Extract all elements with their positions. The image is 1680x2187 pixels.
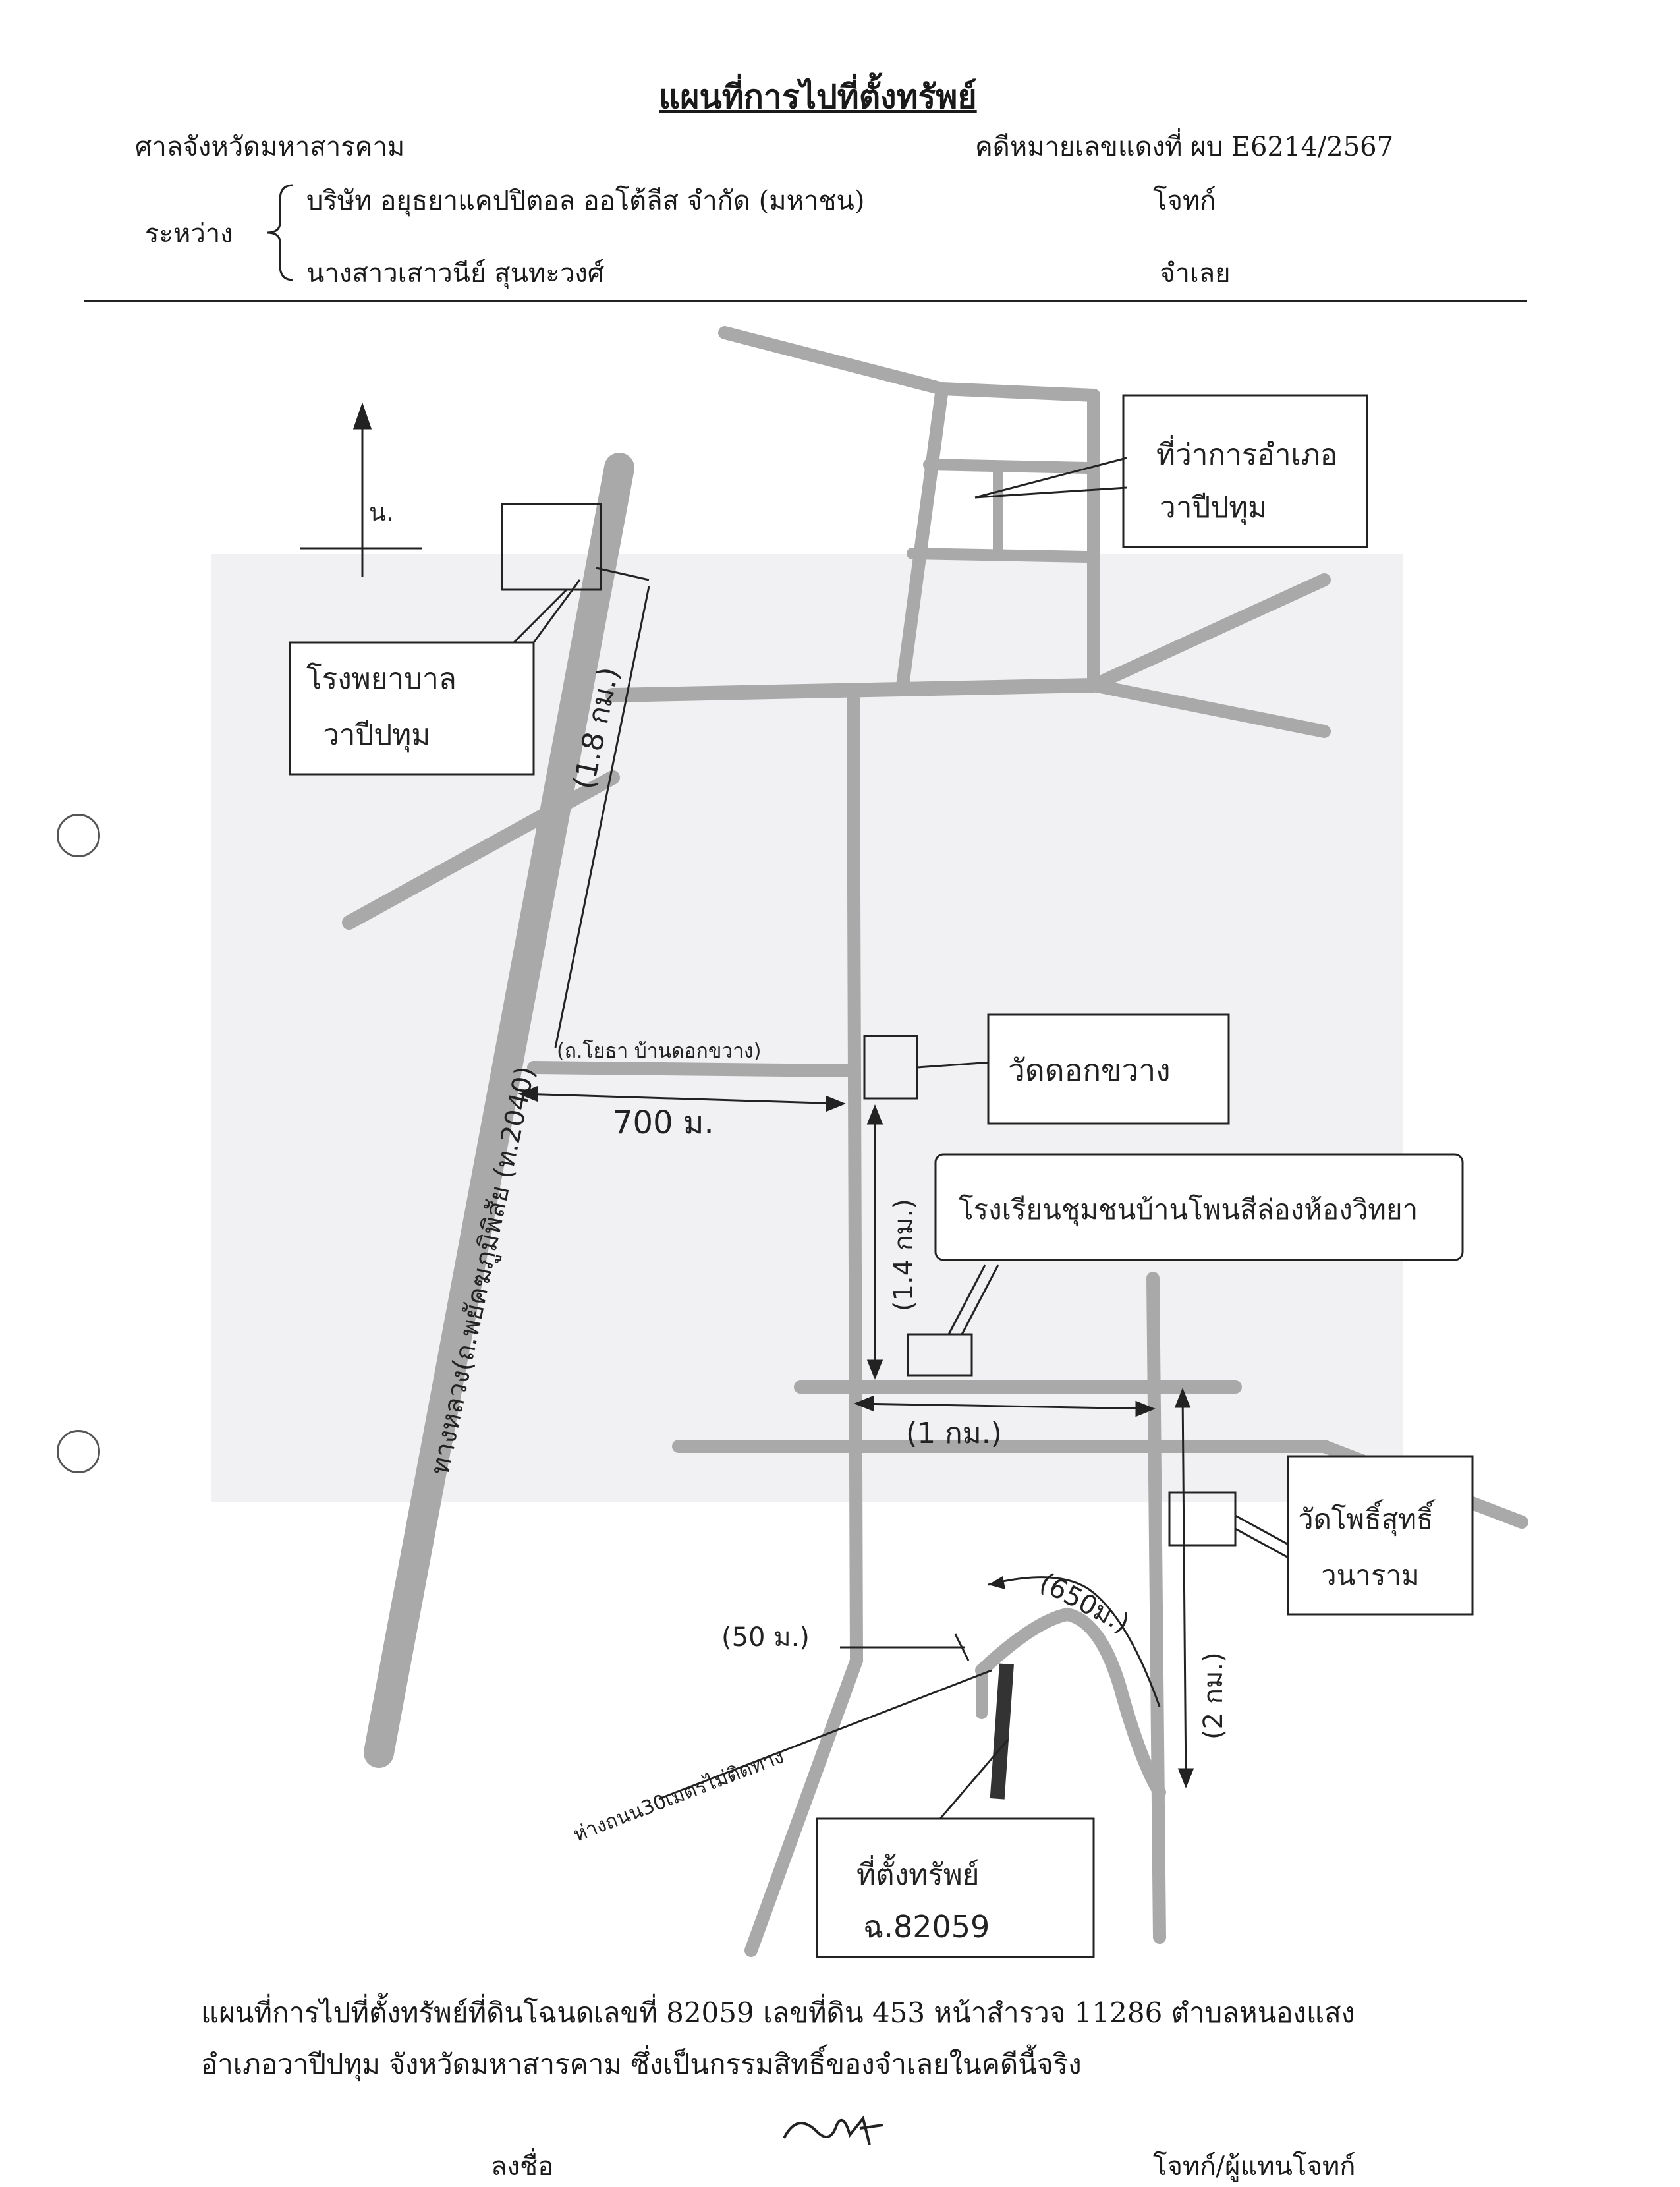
defendant-name: นางสาวเสาวนีย์ สุนทะวงศ์	[306, 258, 605, 289]
header-divider	[84, 300, 1527, 302]
road-district-4	[923, 459, 1093, 474]
road-north-top	[718, 326, 949, 395]
school-label: โรงเรียนชุมชนบ้านโพนสีล่องห้องวิทยา	[959, 1193, 1418, 1227]
road-to-temple	[527, 1061, 856, 1077]
punch-hole	[57, 814, 100, 857]
distance-50m: (50 ม.)	[721, 1622, 810, 1653]
road-east-vertical	[1146, 1272, 1166, 1944]
plaintiff-name: บริษัท อยุธยาแคปปิตอล ออโต้ลีส จำกัด (มห…	[306, 186, 865, 216]
side-road-label: (ถ.โยธา บ้านดอกขวาง)	[557, 1039, 761, 1063]
plaintiff-role: โจทก์	[1153, 186, 1216, 216]
between-label: ระหว่าง	[145, 219, 233, 249]
signature-role: โจทก์/ผู้แทนโจทก์	[1153, 2151, 1356, 2182]
road-east-west-north	[605, 678, 1101, 702]
distance-arrow	[840, 1633, 970, 1661]
distance-arrow	[988, 1576, 1161, 1707]
north-arrow-icon	[300, 402, 422, 577]
signature-label: ลงชื่อ	[491, 2151, 554, 2182]
case-number: คดีหมายเลขแดงที่ ผบ E6214/2567	[975, 132, 1394, 162]
brace-icon	[266, 184, 294, 281]
court-name: ศาลจังหวัดมหาสารคาม	[135, 132, 405, 162]
hospital-label: โรงพยาบาล	[306, 662, 457, 696]
signature-mark-icon	[783, 2115, 883, 2145]
hospital-marker	[501, 503, 602, 591]
distance-arrow	[554, 567, 650, 1048]
road-northeast	[1087, 573, 1331, 692]
property-plot	[990, 1663, 1014, 1800]
road-note-label: ห่างถนน30เมตรไม่ติดทาง	[570, 1744, 787, 1846]
temple-south-callout	[1287, 1455, 1474, 1616]
distance-2km: (2 กม.)	[1198, 1652, 1229, 1740]
distance-arrow	[853, 1395, 1156, 1417]
distance-1-4km: (1.4 กม.)	[889, 1199, 919, 1311]
property-callout	[816, 1817, 1095, 1958]
highway-road	[364, 453, 634, 1768]
road-southwest	[744, 1654, 863, 1957]
district-office-callout	[1122, 394, 1368, 548]
temple-south-label: วัดโพธิ์สุทธิ์	[1298, 1499, 1436, 1537]
school-callout	[934, 1153, 1464, 1261]
road-southeast	[1087, 679, 1331, 738]
temple-north-label: วัดดอกขวาง	[1008, 1052, 1171, 1088]
road-to-property	[975, 1607, 1166, 1799]
road-central-vertical	[847, 692, 863, 1667]
temple-south-marker	[1168, 1491, 1237, 1547]
hospital-callout	[289, 641, 535, 776]
school-marker	[907, 1333, 973, 1377]
distance-arrow	[866, 1104, 883, 1380]
defendant-role: จำเลย	[1160, 258, 1231, 289]
road-northwest	[342, 770, 620, 930]
temple-south-label: วนาราม	[1321, 1559, 1420, 1591]
road-district-1	[896, 382, 949, 692]
distance-700m: 700 ม.	[613, 1104, 714, 1141]
temple-north-callout	[987, 1013, 1230, 1125]
property-label: ที่ตั้งทรัพย์	[856, 1854, 979, 1892]
hospital-label: วาปีปทุม	[323, 718, 430, 753]
distance-arrow	[1174, 1387, 1194, 1789]
map-title: แผนที่การไปที่ตั้งทรัพย์	[659, 77, 977, 116]
district-office-label: วาปีปทุม	[1160, 491, 1267, 525]
district-office-label: ที่ว่าการอำเภอ	[1156, 434, 1337, 472]
north-label: น.	[369, 497, 394, 526]
map-description-line-1: แผนที่การไปที่ตั้งทรัพย์ที่ดินโฉนดเลขที่…	[201, 1997, 1355, 2029]
road-district-2	[936, 382, 1100, 402]
property-label: ฉ.82059	[863, 1909, 990, 1945]
distance-arrow	[517, 1085, 847, 1112]
distance-1km: (1 กม.)	[906, 1417, 1002, 1450]
location-map: น. โรงพยาบาล วาปีปทุม ที่ว่าการอำเภอ วาป…	[211, 326, 1528, 1958]
map-description-line-2: อำเภอวาปีปทุม จังหวัดมหาสารคาม ซึ่งเป็นก…	[201, 2048, 1082, 2080]
roads	[342, 326, 1528, 1957]
punch-hole	[57, 1430, 100, 1473]
